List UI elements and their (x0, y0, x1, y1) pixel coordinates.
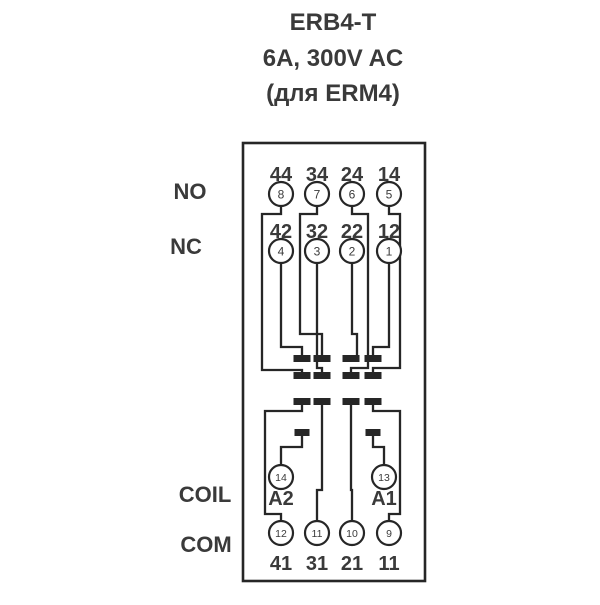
pin-number-5: 5 (386, 188, 393, 202)
terminal-circle-pin6 (338, 180, 366, 208)
pin-number-3: 3 (314, 245, 321, 259)
contact-pad-com-3 (342, 398, 360, 405)
terminal-label-34: 34 (306, 164, 329, 186)
label-com: COM (180, 532, 231, 557)
contact-pad-lower-4 (364, 372, 382, 379)
terminal-circle-pin12 (267, 519, 295, 547)
wire-nc-pin2 (350, 263, 359, 356)
compatibility-subtitle: (для ERM4) (266, 80, 400, 107)
model-title: ERB4-T (290, 9, 377, 36)
terminal-circle-pin3 (303, 237, 331, 265)
wire-no-pin5 (371, 206, 402, 373)
label-nc: NC (170, 234, 202, 259)
pin-number-4: 4 (278, 245, 285, 259)
wire-com-pin11 (315, 405, 324, 521)
wire-coil-a1 (371, 436, 386, 465)
contact-pad-upper-2 (313, 355, 331, 362)
terminal-label-21: 21 (341, 553, 363, 575)
pin-number-9: 9 (386, 528, 392, 540)
contact-pad-upper-4 (364, 355, 382, 362)
contact-pad-com-1 (293, 398, 311, 405)
terminal-label-22: 22 (341, 221, 363, 243)
terminal-circle-pin14 (267, 463, 295, 491)
label-no: NO (174, 179, 207, 204)
coil-pad-left (294, 429, 310, 436)
wire-com-pin12 (263, 405, 304, 521)
terminal-circle-pin13 (370, 463, 398, 491)
wire-nc-pin1 (371, 263, 391, 356)
pin-number-1: 1 (386, 245, 393, 259)
terminal-circle-pin10 (338, 519, 366, 547)
terminal-label-31: 31 (306, 553, 328, 575)
terminal-circle-pin4 (267, 237, 295, 265)
terminal-label-24: 24 (341, 164, 364, 186)
nc-terminal-row: 42 32 22 12 4 3 2 1 (267, 221, 403, 265)
rating-subtitle: 6A, 300V AC (263, 45, 404, 72)
contact-pad-com-4 (364, 398, 382, 405)
wires-bottom-half (263, 405, 402, 521)
contact-pad-lower-1 (293, 372, 311, 379)
terminal-label-a2: A2 (268, 488, 294, 510)
contact-pad-upper-1 (293, 355, 311, 362)
pin-number-7: 7 (314, 188, 321, 202)
wires-top-half (260, 206, 402, 373)
wire-no-pin8 (260, 206, 304, 373)
wire-no-pin7 (298, 206, 324, 356)
socket-body-outline (241, 141, 427, 583)
pin-number-10: 10 (346, 528, 358, 540)
pin-number-2: 2 (349, 245, 356, 259)
terminal-circle-pin7 (303, 180, 331, 208)
terminal-label-41: 41 (270, 553, 292, 575)
wire-com-pin9 (371, 405, 402, 521)
terminal-circle-pin2 (338, 237, 366, 265)
terminal-label-44: 44 (270, 164, 293, 186)
pin-number-13: 13 (378, 472, 390, 484)
com-terminal-row: 12 11 10 9 41 31 21 11 (267, 519, 403, 575)
pin-number-14: 14 (275, 472, 287, 484)
wire-coil-a2 (279, 436, 304, 465)
contact-pad-lower-2 (313, 372, 331, 379)
contact-pad-lower-3 (342, 372, 360, 379)
coil-terminals: 14 13 A2 A1 (267, 463, 398, 510)
terminal-circle-pin11 (303, 519, 331, 547)
wire-nc-pin3 (315, 263, 324, 373)
terminal-label-12: 12 (378, 221, 400, 243)
pin-number-6: 6 (349, 188, 356, 202)
wire-com-pin10 (349, 405, 354, 521)
wire-nc-pin4 (279, 263, 304, 356)
terminal-label-11: 11 (378, 553, 399, 575)
terminal-label-42: 42 (270, 221, 292, 243)
title-block: ERB4-T 6A, 300V AC (для ERM4) (263, 9, 404, 107)
wire-no-pin6 (349, 206, 370, 373)
no-terminal-row: 44 34 24 14 8 7 6 5 (267, 164, 403, 208)
contact-pad-com-2 (313, 398, 331, 405)
pin-number-12: 12 (275, 528, 287, 540)
terminal-circle-pin8 (267, 180, 295, 208)
terminal-label-32: 32 (306, 221, 328, 243)
side-labels: NO NC COIL COM (170, 179, 232, 557)
terminal-circle-pin9 (375, 519, 403, 547)
contact-pads (293, 355, 382, 436)
terminal-label-a1: A1 (371, 488, 397, 510)
pin-number-11: 11 (312, 528, 323, 540)
coil-pad-right (365, 429, 381, 436)
terminal-circle-pin5 (375, 180, 403, 208)
terminal-circle-pin1 (375, 237, 403, 265)
contact-pad-upper-3 (342, 355, 360, 362)
terminal-label-14: 14 (378, 164, 401, 186)
label-coil: COIL (179, 482, 232, 507)
pin-number-8: 8 (278, 188, 285, 202)
